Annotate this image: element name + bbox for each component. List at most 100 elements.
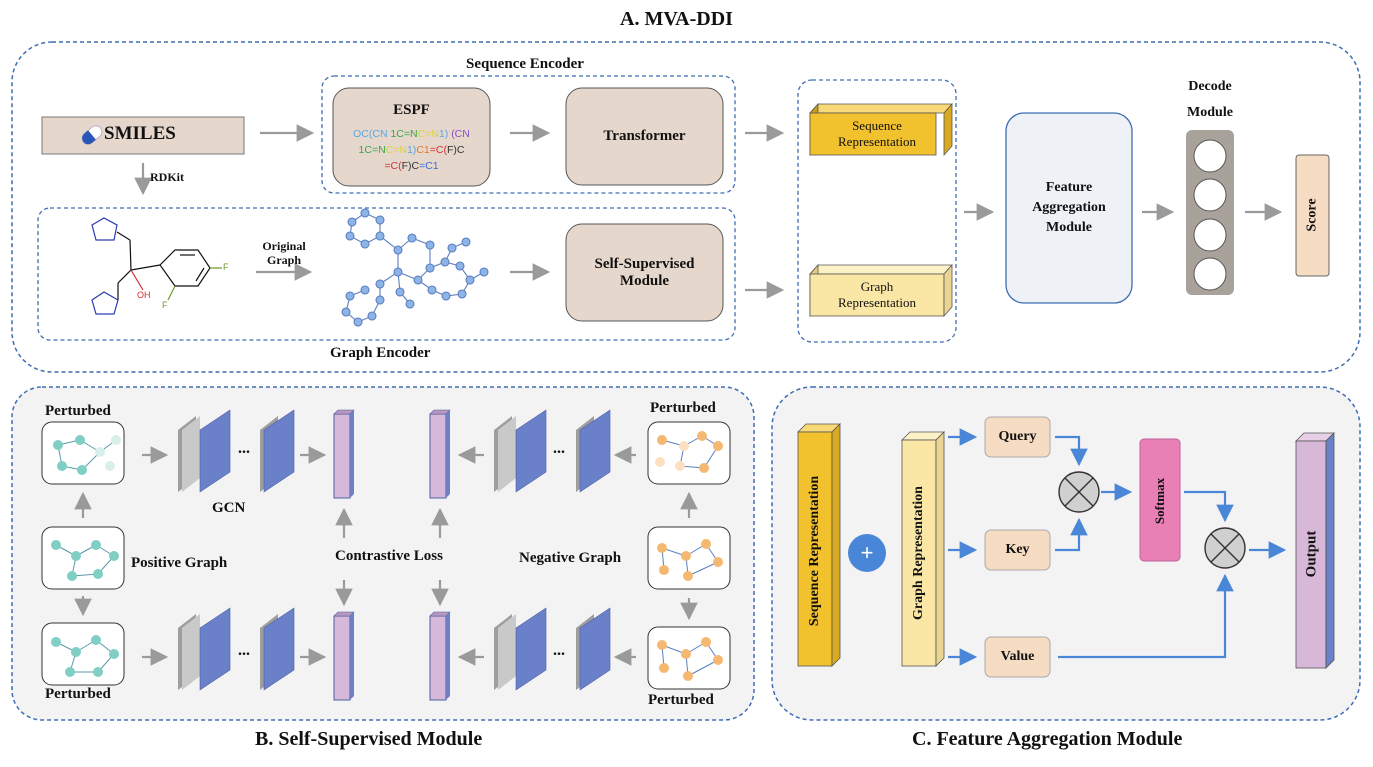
gcn-stack <box>178 409 295 493</box>
gcn-stack <box>494 409 611 493</box>
espf-token: 1C=N <box>390 128 418 140</box>
arrow <box>1184 490 1234 523</box>
transformer-box <box>565 87 724 186</box>
molecule-structure <box>91 217 222 315</box>
transformer-label: Transformer <box>603 128 686 144</box>
output-label: Output <box>1303 530 1319 578</box>
gcn-stack <box>494 607 611 691</box>
pill-icon <box>81 125 103 145</box>
fluorine-label: F <box>223 262 229 272</box>
embedding-vector <box>429 611 451 701</box>
key-box <box>984 529 1051 571</box>
query-label: Query <box>998 429 1037 444</box>
score-box <box>1295 154 1330 277</box>
original-graph <box>341 208 489 327</box>
ellipsis: ... <box>238 440 250 457</box>
espf-token: =C( <box>429 144 447 156</box>
original-graph-label: Original Graph <box>262 239 306 267</box>
panel-b-title: B. Self-Supervised Module <box>255 728 483 750</box>
gcn-stack <box>178 607 295 691</box>
espf-token: 1) <box>406 144 417 156</box>
negative-graph-label: Negative Graph <box>519 550 622 566</box>
feature-aggregation-box <box>1005 112 1133 304</box>
perturbed-label-tl: Perturbed <box>45 403 111 419</box>
contrastive-loss-label: Contrastive Loss <box>335 548 443 564</box>
espf-token: F)C <box>446 144 465 156</box>
graph-thumb-perturbed-br <box>647 626 731 690</box>
graph-rep-label: Graph Representation <box>838 279 916 310</box>
embedding-vector <box>333 409 355 499</box>
arrow <box>1055 517 1088 552</box>
arrow <box>1058 573 1234 659</box>
espf-label: ESPF <box>393 102 430 118</box>
smiles-label: SMILES <box>104 123 176 144</box>
fluorine-label: F <box>162 300 168 310</box>
softmax-box <box>1139 438 1181 562</box>
perturbed-label-tr: Perturbed <box>650 400 716 416</box>
espf-token: 1C=N <box>358 144 386 156</box>
sequence-rep-label: Sequence Representation <box>838 118 916 149</box>
espf-line: 1C=NC=N1)C1=C(F)C <box>337 142 486 158</box>
graph-rep-block <box>809 263 953 318</box>
graph-rep-vertical-label: Graph Representation <box>911 486 926 620</box>
ellipsis: ... <box>553 642 565 659</box>
graph-encoder-box <box>37 207 736 341</box>
decode-neuron <box>1193 139 1227 173</box>
espf-token: =C( <box>384 160 402 172</box>
panel-a-border <box>11 41 1361 373</box>
output-prism <box>1295 432 1335 669</box>
sequence-encoder-label: Sequence Encoder <box>466 56 584 72</box>
oh-label: OH <box>137 290 151 300</box>
feature-aggregation-label: Feature Aggregation Module <box>1032 180 1106 235</box>
plus-symbol: + <box>860 540 874 565</box>
plus-circle <box>848 534 886 572</box>
panel-c-title: C. Feature Aggregation Module <box>912 728 1183 750</box>
arrow <box>1055 435 1088 467</box>
softmax-label: Softmax <box>1152 477 1167 525</box>
query-box <box>984 416 1051 458</box>
espf-token: C=N <box>385 144 407 156</box>
key-label: Key <box>1005 542 1030 557</box>
representation-box <box>797 79 957 343</box>
positive-graph-label: Positive Graph <box>131 555 228 571</box>
decode-module <box>1186 130 1234 295</box>
sequence-rep-vertical-label: Sequence Representation <box>807 475 822 627</box>
value-label: Value <box>1000 649 1035 664</box>
decode-neuron <box>1193 257 1227 291</box>
rdkit-label: RDKit <box>150 170 184 184</box>
espf-token: 1) <box>438 128 452 140</box>
sequence-rep-prism <box>797 423 841 667</box>
graph-rep-prism <box>901 431 945 667</box>
perturbed-label-br: Perturbed <box>648 692 714 708</box>
perturbed-label-bl: Perturbed <box>45 686 111 702</box>
decode-module-label: Decode Module <box>1187 79 1233 120</box>
multiply-circle <box>1204 527 1246 569</box>
espf-line: OC(CN 1C=NC=N1) (CN <box>337 126 486 142</box>
espf-box <box>332 87 491 187</box>
multiply-circle <box>1058 471 1100 513</box>
espf-token: C=N <box>417 128 439 140</box>
espf-token: F)C <box>401 160 420 172</box>
score-label: Score <box>1304 198 1320 232</box>
sequence-rep-block <box>809 102 953 157</box>
gcn-label: GCN <box>212 500 246 516</box>
graph-thumb-perturbed-tr <box>647 421 731 485</box>
decode-neuron <box>1193 218 1227 252</box>
value-box <box>984 636 1051 678</box>
espf-token: C1 <box>416 144 430 156</box>
graph-thumb-perturbed-tl <box>41 421 125 485</box>
graph-thumb-positive <box>41 526 125 590</box>
espf-line: =C(F)C=C1 <box>337 158 486 174</box>
ellipsis: ... <box>553 440 565 457</box>
espf-token: (CN <box>451 128 470 140</box>
graph-thumb-negative <box>647 526 731 590</box>
smiles-box <box>41 116 245 155</box>
embedding-vector <box>429 409 451 499</box>
graph-thumb-perturbed-bl <box>41 622 125 686</box>
panel-a-title: A. MVA-DDI <box>620 8 733 30</box>
ellipsis: ... <box>238 642 250 659</box>
self-supervised-label: Self-Supervised Module <box>594 255 695 289</box>
sequence-encoder-box <box>321 75 736 194</box>
